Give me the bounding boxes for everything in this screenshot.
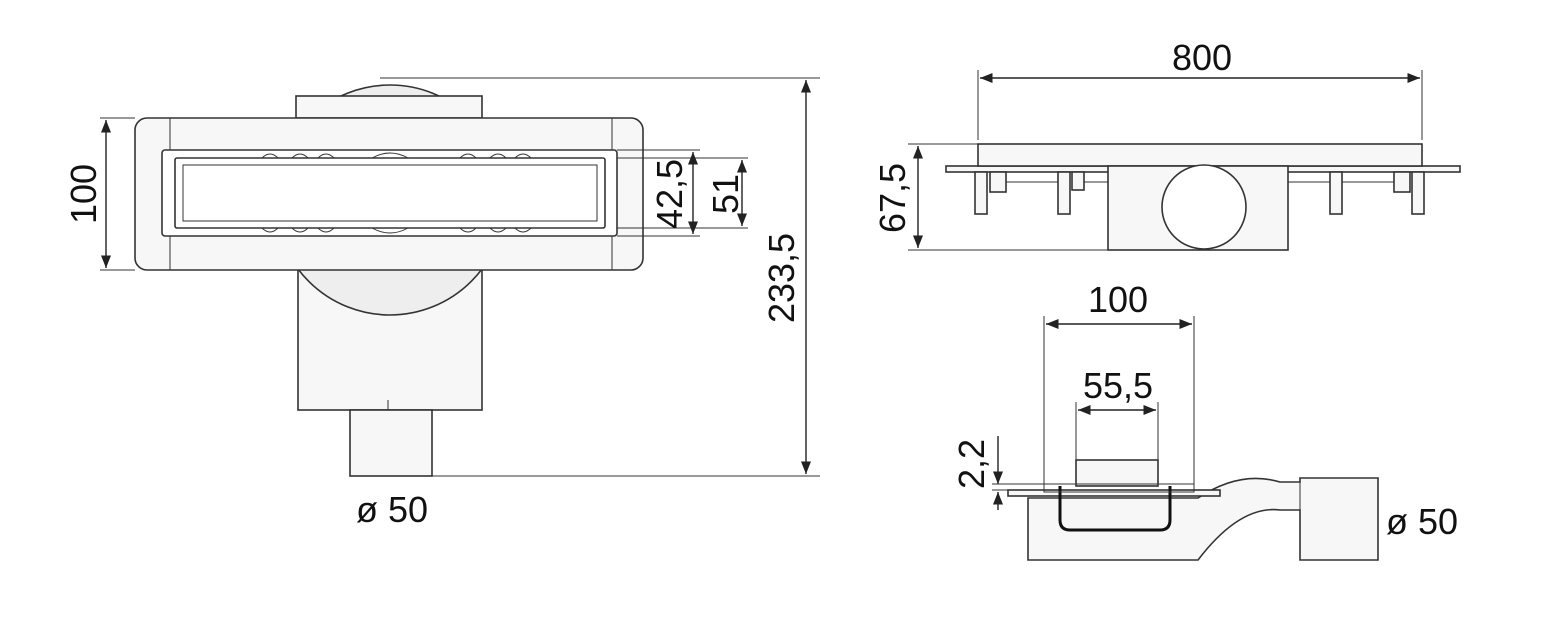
section-flange-label: 2,2 [951, 439, 992, 489]
section-outlet-label: ø 50 [1386, 501, 1458, 542]
slot-markings [261, 152, 532, 234]
top-width-label: 100 [63, 164, 104, 224]
side-channel [977, 143, 1423, 167]
top-view: 100 42,5 51 233,5 ø 50 [63, 77, 820, 530]
total-length-label: 233,5 [761, 233, 802, 323]
section-flange [1007, 489, 1221, 497]
grate-inner-label: 42,5 [649, 159, 690, 229]
side-length-label: 800 [1172, 37, 1232, 78]
side-height-label: 67,5 [872, 163, 913, 233]
channel-width-label: 51 [705, 174, 746, 214]
side-view: 800 67,5 [872, 37, 1461, 251]
side-feet [974, 171, 1425, 215]
grate-inner [174, 157, 606, 229]
section-grate [1075, 459, 1159, 487]
section-channel-label: 55,5 [1083, 365, 1153, 406]
side-outlet-circle [1161, 164, 1247, 250]
outlet-pipe [349, 409, 433, 477]
section-width-label: 100 [1088, 279, 1148, 320]
section-view: 100 55,5 2,2 ø 50 [951, 279, 1458, 561]
section-channel [1058, 486, 1172, 532]
section-body [1027, 477, 1379, 561]
top-outlet-label: ø 50 [356, 489, 428, 530]
trap-bracket [295, 95, 483, 119]
